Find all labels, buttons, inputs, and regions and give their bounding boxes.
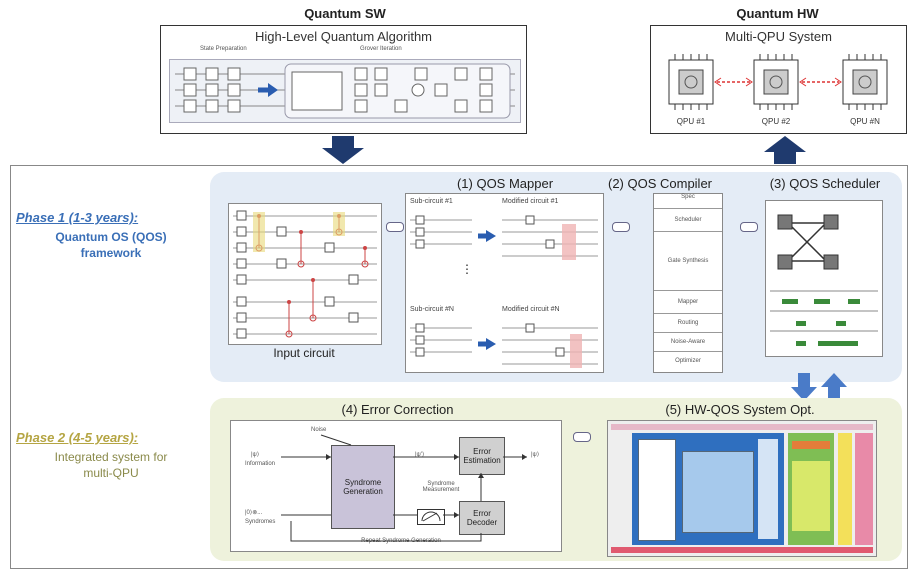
algorithm-circuit-svg: [175, 63, 515, 119]
measure-icon: [417, 509, 445, 525]
ec-mid-label: |ψ'⟩: [415, 452, 425, 458]
qpu-1-label: QPU #1: [676, 117, 706, 126]
quantum-hw-title: Quantum HW: [736, 6, 819, 21]
ec-noise-label: Noise: [311, 427, 327, 433]
connector-1: [386, 222, 404, 232]
qos-scheduler-panel: [765, 200, 883, 357]
sync-arrows-icon: [791, 373, 847, 401]
qos-compiler-panel: Spec Scheduler Gate Synthesis Mapper Rou…: [653, 193, 723, 373]
error-estimation-block: Error Estimation: [459, 437, 505, 475]
compiler-row-3: Mapper: [654, 291, 722, 314]
hw-bottom-bar: [611, 547, 873, 553]
syndrome-generation-block: Syndrome Generation: [331, 445, 395, 529]
hw-light-block: [682, 451, 754, 533]
quantum-hw-box: Multi-QPU System QPU #1 QPU #2 QPU #N: [650, 25, 907, 134]
phase1-desc-2: framework: [80, 246, 142, 260]
hw-pink-strip: [855, 433, 873, 545]
ec-input2-label: |0⟩⊗...: [245, 510, 263, 516]
framework-frame: [10, 165, 908, 569]
ec-output-label: |ψ⟩: [531, 452, 540, 458]
phase2-desc-2: multi-QPU: [83, 466, 139, 480]
quantum-sw-title: Quantum SW: [304, 6, 386, 21]
qos-mapper-panel: Sub-circuit #1 Modified circuit #1 ⋮ Sub…: [405, 193, 604, 373]
phase1-desc-1: Quantum OS (QOS): [55, 230, 167, 244]
compiler-row-4: Routing: [654, 314, 722, 333]
hw-qos-panel: [607, 420, 877, 557]
hw-yellow-block: [792, 461, 830, 531]
qpu-2-label: QPU #2: [761, 117, 791, 126]
hw-white-block-1: [638, 439, 676, 541]
algorithm-circuit: State Preparation Grover Iteration: [169, 46, 521, 123]
input-circuit-panel: [228, 203, 382, 345]
connector-3: [740, 222, 758, 232]
qos-scheduler-title: (3) QOS Scheduler: [769, 176, 881, 191]
connector-4: [573, 432, 591, 442]
scheduler-graph-svg: [770, 214, 878, 346]
error-correction-panel: Noise |ψ⟩ Information |0⟩⊗... Syndromes …: [230, 420, 562, 552]
hw-side-block: [758, 439, 778, 539]
qos-mapper-title: (1) QOS Mapper: [456, 176, 554, 191]
ec-readout-label: Syndrome Measurement: [422, 481, 460, 493]
input-circuit-label: Input circuit: [273, 346, 335, 360]
sub-circuit-1-label: Sub-circuit #1: [410, 198, 453, 205]
modified-circuit-1-label: Modified circuit #1: [502, 198, 559, 205]
hw-qos-title: (5) HW-QOS System Opt.: [665, 402, 815, 417]
ec-input1-label: |ψ⟩: [251, 452, 260, 458]
compiler-row-1: Scheduler: [654, 209, 722, 232]
error-decoder-block: Error Decoder: [459, 501, 505, 535]
quantum-hw-subtitle: Multi-QPU System: [725, 29, 832, 44]
phase2-desc-1: Integrated system for: [54, 450, 168, 464]
state-prep-label: State Preparation: [200, 46, 247, 52]
ec-input1b-label: Information: [245, 461, 276, 467]
grover-label: Grover Iteration: [360, 46, 402, 52]
modified-circuit-n-label: Modified circuit #N: [502, 306, 560, 313]
connector-2: [612, 222, 630, 232]
qpu-n-label: QPU #N: [850, 117, 880, 126]
compiler-row-6: Optimizer: [675, 358, 701, 364]
hw-yellow-strip: [838, 433, 852, 545]
phase1-title: Phase 1 (1-3 years):: [16, 210, 139, 225]
mapper-circuits-svg: [410, 215, 598, 368]
ec-input2b-label: Syndromes: [245, 519, 276, 525]
compiler-row-0: Spec: [654, 194, 722, 209]
compiler-row-5: Noise-Aware: [654, 333, 722, 352]
phase2-title: Phase 2 (4-5 years):: [16, 430, 139, 445]
quantum-sw-subtitle: High-Level Quantum Algorithm: [254, 29, 433, 44]
compiler-row-2: Gate Synthesis: [654, 232, 722, 291]
quantum-sw-box: High-Level Quantum Algorithm State Prepa…: [160, 25, 527, 134]
down-arrow-icon: [322, 136, 364, 164]
ec-flow-svg: [281, 434, 527, 542]
hw-orange-bar: [792, 441, 830, 449]
error-correction-title: (4) Error Correction: [341, 402, 454, 417]
qos-compiler-title: (2) QOS Compiler: [607, 176, 713, 191]
sub-circuit-n-label: Sub-circuit #N: [410, 306, 454, 313]
up-arrow-icon: [764, 136, 806, 164]
qpu-array-svg: [668, 54, 888, 110]
vertical-dots: ⋮: [461, 262, 473, 276]
input-circuit-svg: [233, 210, 377, 339]
hw-top-bar: [611, 424, 873, 430]
